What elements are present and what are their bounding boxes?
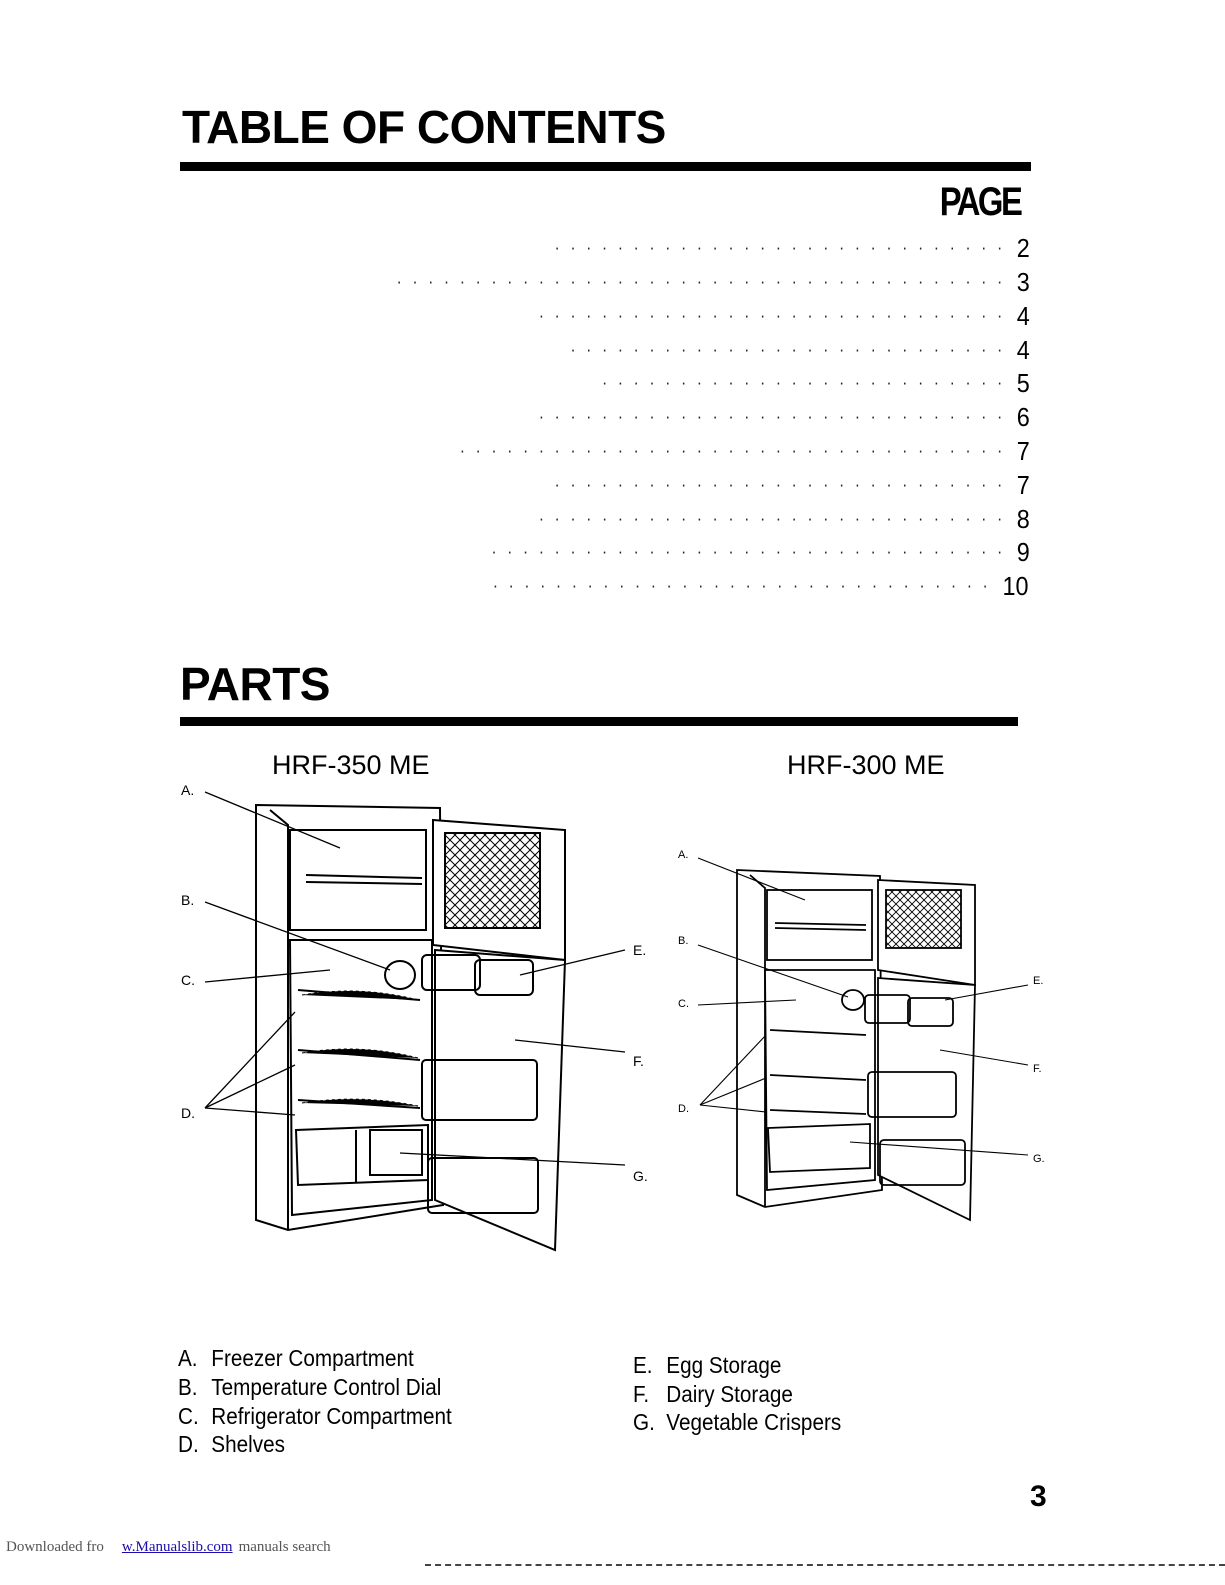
toc-divider xyxy=(180,162,1031,171)
toc-entry[interactable]: ································10 xyxy=(491,571,1030,601)
toc-entry[interactable]: ·····························2 xyxy=(553,233,1030,263)
diagram-label-a: A. xyxy=(678,849,689,861)
fridge-large-shelves xyxy=(301,990,419,1107)
page-column-label: PAGE xyxy=(939,180,1022,224)
diagram-label-e: E. xyxy=(1033,975,1044,987)
legend-item: A.Freezer Compartment xyxy=(178,1345,414,1371)
diagram-label-d: D. xyxy=(678,1103,689,1115)
toc-page-number: 7 xyxy=(1016,435,1030,466)
model-name-left: HRF-350 ME xyxy=(272,750,430,780)
toc-page-number: 7 xyxy=(1016,469,1030,500)
diagram-label-b: B. xyxy=(678,935,689,947)
toc-entry[interactable]: ·································9 xyxy=(490,537,1030,567)
leader-dots: ··································· xyxy=(458,443,1012,459)
toc-entry[interactable]: ··························5 xyxy=(601,368,1030,398)
toc-page-number: 8 xyxy=(1016,503,1030,534)
leader-dots: ······························ xyxy=(537,409,1012,425)
diagram-label-a: A. xyxy=(181,782,195,798)
diagram-label-f: F. xyxy=(1033,1063,1042,1075)
toc-entry[interactable]: ·······································3 xyxy=(395,267,1030,297)
model-name-right: HRF-300 ME xyxy=(787,750,945,780)
leader-dots: ····························· xyxy=(553,477,1012,493)
diagram-label-c: C. xyxy=(678,998,689,1010)
leader-dots: ······························ xyxy=(537,308,1012,324)
toc-heading: TABLE OF CONTENTS xyxy=(182,101,666,153)
legend-item: C.Refrigerator Compartment xyxy=(178,1403,452,1429)
toc-page-number: 2 xyxy=(1016,232,1030,263)
leader-dots: ······································· xyxy=(395,274,1012,290)
toc-page-number: 4 xyxy=(1016,300,1030,331)
diagram-label-g: G. xyxy=(1033,1153,1045,1165)
toc-entry[interactable]: ······························4 xyxy=(537,301,1030,331)
legend-item: G.Vegetable Crispers xyxy=(633,1409,842,1435)
leader-dots: ································· xyxy=(490,544,1012,560)
toc-page-number: 6 xyxy=(1016,401,1030,432)
parts-heading: PARTS xyxy=(180,658,331,710)
leader-dots: ·························· xyxy=(600,375,1012,391)
diagram-label-d: D. xyxy=(181,1105,195,1121)
fridge-small-drawing xyxy=(736,869,976,1222)
toc-page-number: 9 xyxy=(1016,536,1030,567)
download-footer: Downloaded fro w.Manualslib.com manuals se… xyxy=(6,1539,331,1556)
toc-page-number: 4 xyxy=(1016,334,1030,365)
toc-entry[interactable]: ······························8 xyxy=(537,504,1030,534)
legend-item: F.Dairy Storage xyxy=(633,1381,793,1407)
leader-dots: ···························· xyxy=(569,342,1012,358)
toc-page-number: 5 xyxy=(1016,367,1030,398)
footer-suffix: manuals search xyxy=(238,1539,331,1555)
leader-dots: ····························· xyxy=(553,240,1012,256)
legend-item: D.Shelves xyxy=(178,1431,285,1457)
leader-lines-left xyxy=(204,791,626,1166)
fridge-large-drawing xyxy=(255,803,567,1252)
page-number: 3 xyxy=(1030,1480,1047,1513)
diagram-label-b: B. xyxy=(181,892,195,908)
diagram-label-g: G. xyxy=(633,1168,648,1184)
legend-item: B.Temperature Control Dial xyxy=(178,1374,442,1400)
leader-dots: ······························ xyxy=(537,511,1012,527)
toc-page-number: 10 xyxy=(1002,570,1029,601)
toc-page-number: 3 xyxy=(1016,266,1030,297)
manualslib-link[interactable]: w.Manualslib.com xyxy=(121,1539,233,1555)
leader-dots: ································ xyxy=(491,578,998,594)
toc-entry[interactable]: ·····························7 xyxy=(553,470,1030,500)
footer-prefix: Downloaded fro xyxy=(6,1539,104,1555)
legend-item: E.Egg Storage xyxy=(633,1352,782,1378)
footer-dashed-rule xyxy=(425,1564,1225,1566)
toc-entry[interactable]: ···································7 xyxy=(458,436,1030,466)
diagram-label-f: F. xyxy=(633,1053,644,1069)
leader-lines-right xyxy=(697,857,1029,1156)
toc-entry[interactable]: ····························4 xyxy=(569,335,1030,365)
parts-divider xyxy=(180,717,1018,726)
toc-entry[interactable]: ······························6 xyxy=(537,402,1030,432)
diagram-label-c: C. xyxy=(181,972,195,988)
diagram-label-e: E. xyxy=(633,942,647,958)
